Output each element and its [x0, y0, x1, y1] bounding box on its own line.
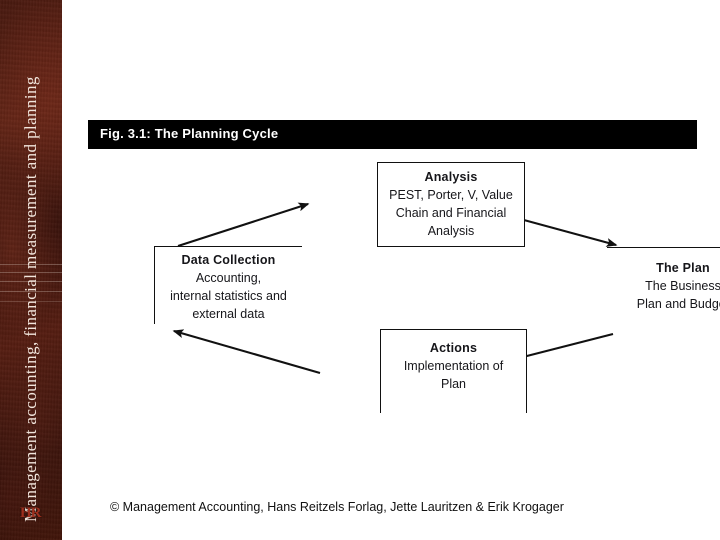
- arrow-actions-to-data-collection: [172, 329, 321, 375]
- node-the-plan: The Plan The Business Plan and Budget: [607, 247, 720, 315]
- planning-cycle-diagram: Analysis PEST, Porter, V, Value Chain an…: [62, 0, 720, 540]
- node-actions-line-2: Plan: [440, 377, 467, 391]
- node-data-collection-line-2: internal statistics and: [170, 289, 287, 303]
- banner-scratch-line: [0, 301, 62, 302]
- node-data-collection: Data Collection Accounting, internal sta…: [154, 246, 302, 324]
- node-actions: Actions Implementation of Plan: [380, 329, 527, 413]
- copyright-caption: © Management Accounting, Hans Reitzels F…: [110, 500, 564, 514]
- node-actions-line-1: Implementation of: [403, 359, 504, 373]
- node-analysis-line-3: Analysis: [427, 224, 475, 238]
- node-analysis-line-1: PEST, Porter, V, Value: [389, 188, 513, 202]
- node-the-plan-line-1: The Business: [645, 279, 720, 293]
- banner-scratch-line: [0, 291, 62, 292]
- arrow-data-collection-to-analysis: [177, 202, 310, 247]
- node-data-collection-heading: Data Collection: [181, 253, 276, 267]
- node-the-plan-line-2: Plan and Budget: [636, 297, 720, 311]
- node-data-collection-line-1: Accounting,: [195, 271, 262, 285]
- banner-scratch-line: [0, 281, 62, 282]
- node-analysis-heading: Analysis: [424, 170, 478, 184]
- node-data-collection-line-3: external data: [192, 307, 265, 321]
- banner-scratch-line: [0, 272, 62, 273]
- node-analysis: Analysis PEST, Porter, V, Value Chain an…: [377, 162, 525, 247]
- side-banner: Management accounting, financial measure…: [0, 0, 62, 540]
- node-the-plan-heading: The Plan: [656, 261, 710, 275]
- hans-reitzels-logo: HR: [20, 505, 41, 521]
- node-actions-heading: Actions: [429, 341, 478, 355]
- banner-vertical-title: Management accounting, financial measure…: [21, 76, 40, 522]
- banner-scratch-line: [0, 264, 62, 265]
- figure-title: Fig. 3.1: The Planning Cycle: [100, 126, 279, 141]
- node-analysis-line-2: Chain and Financial: [395, 206, 507, 220]
- figure-title-bar: Fig. 3.1: The Planning Cycle: [88, 120, 697, 149]
